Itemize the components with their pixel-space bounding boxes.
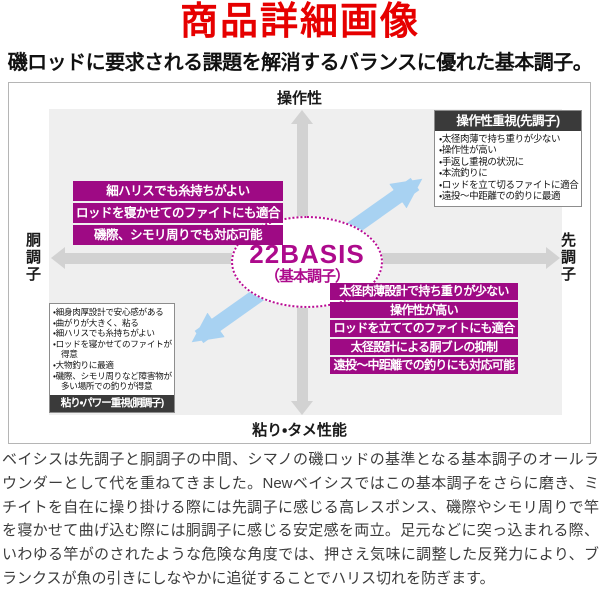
feature-bar: 磯際、シモリ周りでも対応可能 — [73, 225, 283, 245]
axis-arrow-left-icon — [51, 247, 65, 269]
list-item: ・細身肉厚設計で安心感がある — [53, 307, 164, 317]
feature-bar: ロッドを寝かせてのファイトにも適合 — [73, 203, 283, 223]
feature-bar: 操作性が高い — [330, 301, 518, 318]
list-item: ・細ハリスでも糸持ちがよい — [53, 328, 155, 339]
list-item: ・遠投～中距離での釣りに最適 — [439, 191, 561, 203]
feature-bar: ロッドを立ててのファイトにも適合 — [330, 320, 518, 337]
axis-arrow-down-icon — [291, 401, 313, 415]
feature-bar: 太径肉薄設計で持ち重りが少ない — [330, 283, 518, 300]
feature-bar: 細ハリスでも糸持ちがよい — [73, 181, 283, 201]
feature-bar: 遠投～中距離での釣りにも対応可能 — [330, 357, 518, 374]
power-info-box: ・細身肉厚設計で安心感がある ・曲がりが大きく、粘る ・細ハリスでも糸持ちがよい… — [49, 303, 175, 413]
axis-label-top: 操作性 — [276, 90, 322, 107]
power-box-list: ・細身肉厚設計で安心感がある ・曲がりが大きく、粘る ・細ハリスでも糸持ちがよい… — [53, 307, 173, 392]
axis-label-right: 先調子 — [559, 232, 576, 283]
feature-bar: 太径設計による胴ブレの抑制 — [330, 338, 518, 355]
page-subtitle: 磯ロッドに要求される課題を解消するバランスに優れた基本調子。 — [7, 52, 593, 74]
power-box-footer: 粘り・パワー重視(胴調子) — [50, 394, 174, 412]
axis-arrow-up-icon — [291, 110, 313, 124]
list-item: ・ロッドを寝かせてのファイトが得意 — [53, 338, 172, 360]
list-item: ・操作性が高い — [439, 145, 497, 157]
axis-label-left: 胴調子 — [24, 232, 41, 283]
product-description: ベイシスは先調子と胴調子の中間、シマノの磯ロッドの基準となる基本調子のオールラウ… — [2, 451, 599, 587]
list-item: ・磯際、シモリ周りなど障害物が多い場所での釣りが得意 — [53, 370, 172, 392]
list-item: ・手返し重視の状況に — [439, 156, 524, 168]
center-subtitle: （基本調子） — [264, 267, 350, 285]
operability-info-box: 操作性重視(先調子) ・太径肉薄で持ち重りが少ない ・操作性が高い ・手返し重視… — [434, 110, 582, 208]
operability-box-list: ・太径肉薄で持ち重りが少ない ・操作性が高い ・手返し重視の状況に ・本流釣りに… — [439, 134, 579, 202]
right-feature-bars: 太径肉薄設計で持ち重りが少ない 操作性が高い ロッドを立ててのファイトにも適合 … — [330, 283, 518, 374]
list-item: ・ロッドを立て切るファイトに適合 — [439, 179, 579, 191]
axis-label-bottom: 粘り・タメ性能 — [252, 422, 347, 439]
operability-box-header: 操作性重視(先調子) — [435, 111, 581, 131]
list-item: ・大物釣りに最適 — [53, 359, 114, 370]
page-title: 商品詳細画像 — [179, 1, 420, 43]
quadrant-diagram: 操作性 粘り・タメ性能 胴調子 先調子 22BASIS （基本調子） 細ハリスで… — [8, 82, 591, 444]
list-item: ・曲がりが大きく、粘る — [53, 317, 139, 328]
list-item: ・本流釣りに — [439, 168, 488, 180]
left-feature-bars: 細ハリスでも糸持ちがよい ロッドを寝かせてのファイトにも適合 磯際、シモリ周りで… — [73, 181, 283, 245]
list-item: ・太径肉薄で持ち重りが少ない — [439, 134, 561, 145]
axis-arrow-right-icon — [546, 247, 560, 269]
